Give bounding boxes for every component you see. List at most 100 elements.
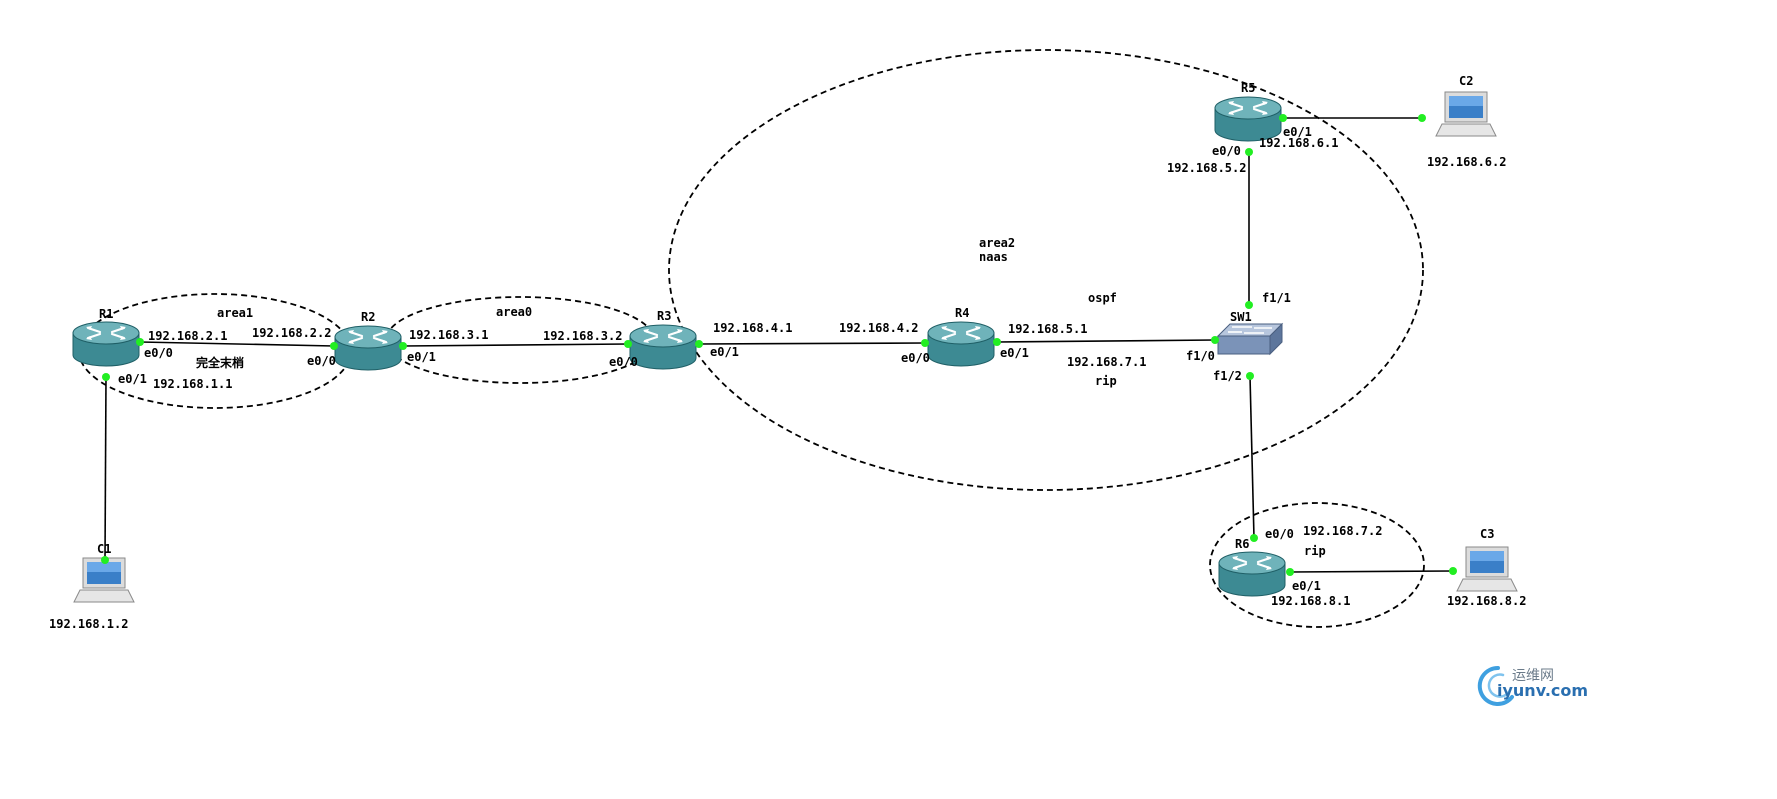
port-dot[interactable] bbox=[1449, 567, 1457, 575]
r2-e01-ip: 192.168.3.1 bbox=[409, 328, 488, 342]
router-icon bbox=[628, 323, 698, 371]
r3-e01-ip: 192.168.4.1 bbox=[713, 321, 792, 335]
zone-area1: area1 bbox=[217, 306, 253, 320]
router-icon bbox=[333, 324, 403, 372]
switch-icon bbox=[1217, 323, 1283, 355]
pc-icon bbox=[1435, 91, 1497, 137]
r1-e01-if: e0/1 bbox=[118, 372, 147, 386]
label-c3: C3 bbox=[1480, 527, 1494, 541]
r2-e01-if: e0/1 bbox=[407, 350, 436, 364]
r2-e00-ip: 192.168.2.2 bbox=[252, 326, 331, 340]
area2-boundary bbox=[668, 49, 1424, 491]
r4-e01-if: e0/1 bbox=[1000, 346, 1029, 360]
link-sw1-r6[interactable] bbox=[1249, 375, 1255, 539]
zone-rip-left: rip bbox=[1095, 374, 1117, 388]
watermark-logo-icon bbox=[1477, 665, 1514, 706]
r6-e01-ip: 192.168.8.1 bbox=[1271, 594, 1350, 608]
r5-e00-if: e0/0 bbox=[1212, 144, 1241, 158]
r3-e01-if: e0/1 bbox=[710, 345, 739, 359]
zone-area1-note: 完全末梢 bbox=[196, 355, 244, 370]
device-r2[interactable] bbox=[333, 324, 403, 372]
link-r3-r4[interactable] bbox=[698, 342, 926, 345]
r5-e00-ip: 192.168.5.2 bbox=[1167, 161, 1246, 175]
label-c2: C2 bbox=[1459, 74, 1473, 88]
sw-f11: f1/1 bbox=[1262, 291, 1291, 305]
r4-e00-if: e0/0 bbox=[901, 351, 930, 365]
c2-ip: 192.168.6.2 bbox=[1427, 155, 1506, 169]
device-r5[interactable] bbox=[1213, 95, 1283, 143]
watermark-cn: 运维网 bbox=[1512, 668, 1554, 684]
device-sw1[interactable] bbox=[1217, 323, 1283, 355]
label-sw1: SW1 bbox=[1230, 310, 1252, 324]
r3-e00-ip: 192.168.3.2 bbox=[543, 329, 622, 343]
port-dot[interactable] bbox=[1286, 568, 1294, 576]
device-r1[interactable] bbox=[71, 320, 141, 368]
rip-r6-boundary bbox=[1209, 502, 1425, 628]
link-r2-r3[interactable] bbox=[402, 343, 629, 347]
device-c2[interactable] bbox=[1435, 91, 1497, 137]
port-dot[interactable] bbox=[1245, 301, 1253, 309]
port-dot[interactable] bbox=[921, 339, 929, 347]
router-icon bbox=[926, 320, 996, 368]
r4-e01-ip: 192.168.5.1 bbox=[1008, 322, 1087, 336]
r6-e00-if: e0/0 bbox=[1265, 527, 1294, 541]
device-r6[interactable] bbox=[1217, 550, 1287, 598]
port-dot[interactable] bbox=[1250, 534, 1258, 542]
links bbox=[104, 117, 1454, 573]
watermark: 运维网 iyunv.com bbox=[1477, 665, 1588, 706]
pc-icon bbox=[73, 557, 135, 603]
label-r6: R6 bbox=[1235, 537, 1249, 551]
device-c3[interactable] bbox=[1456, 546, 1518, 592]
port-dot[interactable] bbox=[399, 342, 407, 350]
sw-f12: f1/2 bbox=[1213, 369, 1242, 383]
device-r3[interactable] bbox=[628, 323, 698, 371]
label-r4: R4 bbox=[955, 306, 969, 320]
router-icon bbox=[71, 320, 141, 368]
r5-e01-ip: 192.168.6.1 bbox=[1259, 136, 1338, 150]
router-icon bbox=[1213, 95, 1283, 143]
port-dot[interactable] bbox=[993, 338, 1001, 346]
label-r3: R3 bbox=[657, 309, 671, 323]
label-r5: R5 bbox=[1241, 81, 1255, 95]
port-dot[interactable] bbox=[330, 342, 338, 350]
watermark-en: iyunv.com bbox=[1497, 681, 1588, 700]
pc-icon bbox=[1456, 546, 1518, 592]
link-r1-r2[interactable] bbox=[139, 341, 335, 347]
zone-area2-note: naas bbox=[979, 250, 1008, 264]
interface-labels: 192.168.2.1 e0/0 e0/1 192.168.1.1 192.16… bbox=[49, 125, 1526, 631]
r4-e00-ip: 192.168.4.2 bbox=[839, 321, 918, 335]
watermark-logo-inner-icon bbox=[1487, 673, 1512, 698]
label-r2: R2 bbox=[361, 310, 375, 324]
port-dots bbox=[101, 114, 1457, 576]
device-labels: R1 R2 R3 R4 R5 R6 SW1 C1 C2 C3 bbox=[97, 74, 1494, 556]
zone-area0: area0 bbox=[496, 305, 532, 319]
r1-e01-ip: 192.168.1.1 bbox=[153, 377, 232, 391]
r6-e01-if: e0/1 bbox=[1292, 579, 1321, 593]
link-r6-c3[interactable] bbox=[1289, 570, 1454, 573]
link-r4-sw1[interactable] bbox=[996, 339, 1216, 343]
port-dot[interactable] bbox=[695, 340, 703, 348]
port-dot[interactable] bbox=[1418, 114, 1426, 122]
port-dot[interactable] bbox=[136, 338, 144, 346]
zone-rip-r6: rip bbox=[1304, 544, 1326, 558]
port-dot[interactable] bbox=[1279, 114, 1287, 122]
r1-e00-ip: 192.168.2.1 bbox=[148, 329, 227, 343]
port-dot[interactable] bbox=[102, 373, 110, 381]
sw-f10: f1/0 bbox=[1186, 349, 1215, 363]
zone-area2: area2 bbox=[979, 236, 1015, 250]
port-dot[interactable] bbox=[624, 340, 632, 348]
router-icon bbox=[1217, 550, 1287, 598]
zone-labels: area1 完全末梢 area0 area2 naas ospf rip rip bbox=[196, 236, 1326, 558]
port-dot[interactable] bbox=[1211, 336, 1219, 344]
port-dot[interactable] bbox=[1246, 372, 1254, 380]
port-dot[interactable] bbox=[101, 556, 109, 564]
r2-e00-if: e0/0 bbox=[307, 354, 336, 368]
link-r1-c1[interactable] bbox=[104, 376, 107, 561]
device-r4[interactable] bbox=[926, 320, 996, 368]
device-c1[interactable] bbox=[73, 557, 135, 603]
label-r1: R1 bbox=[99, 307, 113, 321]
c3-ip: 192.168.8.2 bbox=[1447, 594, 1526, 608]
r6-e00-ip: 192.168.7.2 bbox=[1303, 524, 1382, 538]
port-dot[interactable] bbox=[1245, 148, 1253, 156]
